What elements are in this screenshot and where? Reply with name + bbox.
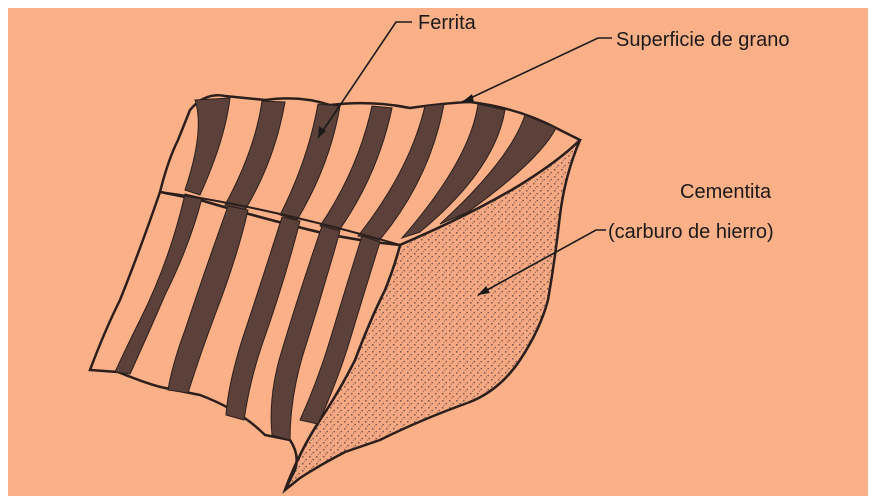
ferrite-label: Ferrita — [418, 12, 477, 34]
cementite-label: Cementita — [680, 181, 772, 203]
grain-surface-label: Superficie de grano — [616, 29, 789, 51]
cementite-sublabel: (carburo de hierro) — [608, 221, 774, 243]
